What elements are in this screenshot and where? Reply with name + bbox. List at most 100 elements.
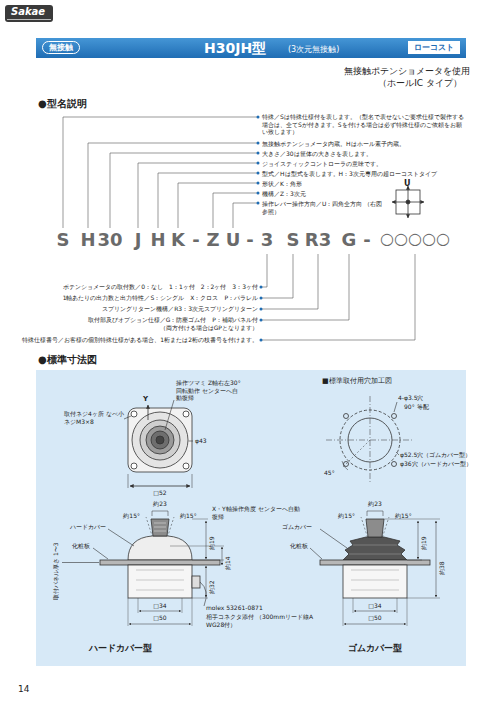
hardcover-side-view [128,565,192,598]
hole-pattern [392,462,397,467]
node-subtext: (3次元無接触) [288,44,339,55]
leader-line [178,183,257,228]
leader-dot [260,308,263,311]
code-letter: H [150,229,165,252]
page-number: 14 [18,684,29,695]
hole-pattern [392,414,397,419]
hole-pattern [396,452,399,455]
dimension: 約23 [153,500,167,508]
section-heading: ●標準寸法図 [38,354,97,367]
rubbercover-side-view [343,537,407,560]
section-heading: ●型名説明 [38,98,87,111]
lowcost-badge: ローコスト [408,41,460,54]
hardcover-side-view [128,598,192,626]
leader-dot [257,116,260,119]
part-name: ゴムカバー [282,523,312,531]
callout-text: 相手コネクタ添付 （300mmリード線AWG28付） [206,613,316,628]
dimension: 約19 [208,536,216,550]
hardcover-side-view [151,519,169,536]
code-description: 操作レバー操作方向／U：四角全方向 （右図参照） [262,200,388,215]
leader-dot [257,192,260,195]
leader-line [88,143,257,228]
category-badge: 無接触 [42,41,80,54]
node-heading: H30JH型 [204,38,266,58]
hardcover-side-view [170,519,224,598]
rubbercover-side-view [343,565,407,598]
figure-title: ハードカバー型 [89,643,152,654]
rubbercover-side-view [354,611,396,612]
rubbercover-side-view [349,545,401,554]
dimension: □34 [153,602,166,610]
leader-line [261,254,318,309]
callout-text: X・Y軸操作角度 センターへ自動復帰 [212,505,302,520]
leader-dot [257,162,260,165]
code-letter: - [246,229,253,252]
hardcover-side-view [154,523,166,531]
leader-line [233,203,257,228]
hardcover-side-view [100,560,220,565]
logo-text: Sakae [11,6,45,19]
hardcover-side-view [152,511,168,512]
part-name: 化粧板 [290,542,308,550]
code-letter: 30 [97,229,122,252]
rubbercover-side-view [436,521,437,597]
hardcover-side-view [129,624,191,625]
top-view [128,408,192,472]
part-name: molex 53261-0871 [206,604,263,612]
top-view [148,405,149,420]
dimension: φ43 [195,437,207,445]
dimension: 約19 [420,536,428,550]
rubbercover-side-view [310,511,440,626]
rubbercover-side-view [367,511,383,516]
dimension: □34 [368,602,381,610]
dimension: 取付パネル厚さ 1〜3 [52,542,60,600]
leader-dot [257,142,260,145]
code-letter: R3 [305,229,331,252]
top-view [130,486,190,487]
dimension: 90° 等配 [404,403,429,411]
rubbercover-side-view [351,570,399,590]
leader-line [261,254,293,298]
code-description: 特殊仕様番号／お客様の個別特殊仕様がある場合、1桁または2桁の枝番号を付けます。 [22,336,258,344]
code-description: スプリングリターン機構／R3：3次元スプリングリターン [102,305,258,313]
leader-line [63,117,257,228]
callout-text: 操作ツマミ Z軸右左30°回転動作 センターへ自動復帰 [176,379,242,402]
code-letter: - [363,229,370,252]
callout-text: 取付ネジ4ヶ所 なべ小ネジM3×8 [64,410,124,425]
title-band: H30JH型 (3次元無接触) 無接触 ローコスト [36,38,466,58]
leader-dot [260,319,263,322]
top-view [140,420,180,460]
hole-pattern [394,402,397,412]
subtitle: 無接触ポテンショメータを使用 [344,66,470,77]
dimension: 約15° [123,512,140,520]
code-letter: U [226,229,241,252]
code-letter: ○○○○○ [380,229,450,249]
subtitle: （ホールIC タイプ） [378,78,462,89]
code-description: 特殊／Sは特殊仕様付を表します。（型名で表せないご要求仕様で製作する場合は、全て… [262,113,467,136]
drawing-panel [36,370,466,666]
part-name: 化粧板 [72,542,90,550]
hole-pattern [340,410,400,470]
leader-line [158,173,257,228]
hardcover-side-view [136,570,184,590]
leader-line [261,254,349,320]
hole-pattern [343,440,370,467]
hole-pattern [344,414,349,419]
code-letter: S [287,229,300,252]
code-description: 機構／Z：3次元 [262,190,306,198]
direction-figure [392,186,424,218]
hardcover-side-view [128,536,192,560]
dimension: 約23 [368,500,382,508]
hardcover-side-view [192,576,200,588]
part-name: ハードカバー [70,523,106,531]
code-description: ジョイスティックコントローラの意味です。 [262,160,382,168]
top-view [131,411,137,417]
leader-line [138,163,257,228]
logo-plate [5,5,53,22]
code-letter: - [192,229,199,252]
rubbercover-side-view [367,511,383,512]
code-letter: S [57,229,70,252]
code-description: 形状／K：角形 [262,180,302,188]
rubbercover-side-view [343,598,407,626]
hardcover-side-view [62,511,224,626]
